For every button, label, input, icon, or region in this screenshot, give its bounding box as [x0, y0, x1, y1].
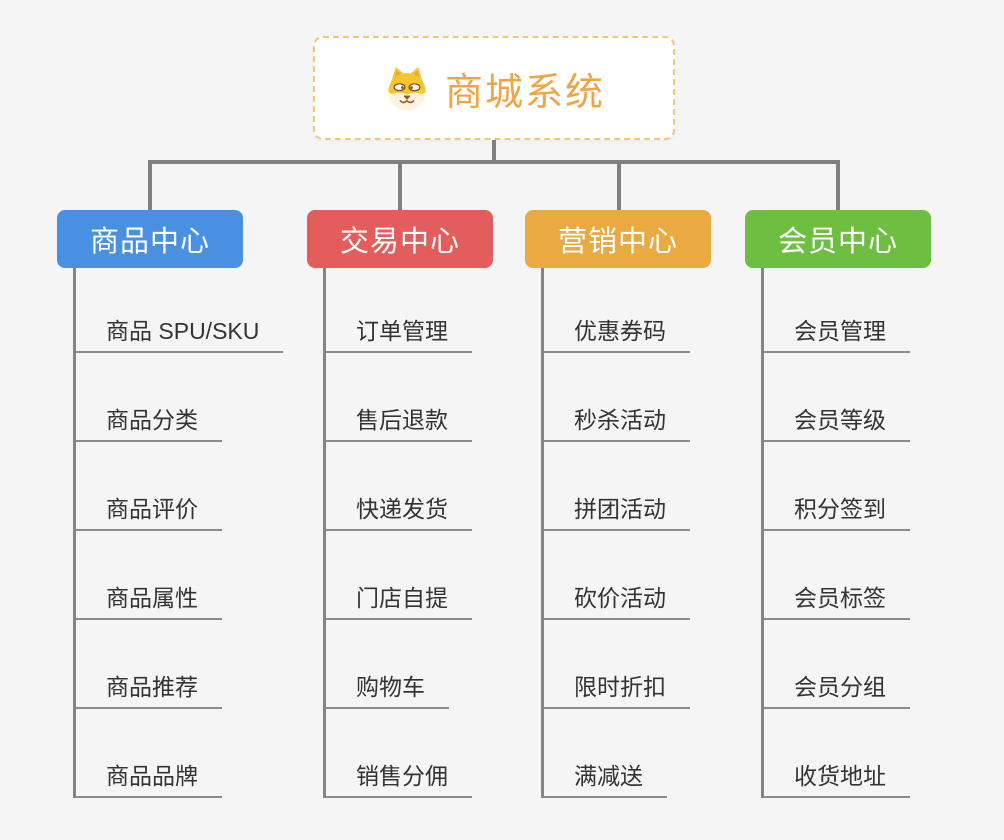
branch-column-marketing-center: 优惠券码 秒杀活动 拼团活动 砍价活动 限时折扣 满减送	[541, 268, 690, 798]
leaf-node[interactable]: 优惠券码	[544, 268, 690, 353]
root-node[interactable]: 商城系统	[313, 36, 675, 140]
connector-drop-marketing-center	[617, 160, 621, 210]
root-title: 商城系统	[444, 71, 605, 114]
branch-node-marketing-center[interactable]: 营销中心	[525, 210, 711, 268]
leaf-node[interactable]: 商品分类	[76, 353, 222, 442]
branch-node-member-center[interactable]: 会员中心	[745, 210, 931, 268]
leaf-node[interactable]: 快递发货	[326, 442, 472, 531]
leaf-node[interactable]: 会员管理	[764, 268, 910, 353]
leaf-node[interactable]: 商品评价	[76, 442, 222, 531]
branch-column-member-center: 会员管理 会员等级 积分签到 会员标签 会员分组 收货地址	[761, 268, 910, 798]
leaf-node[interactable]: 会员等级	[764, 353, 910, 442]
leaf-node[interactable]: 商品属性	[76, 531, 222, 620]
branch-column-product-center: 商品 SPU/SKU 商品分类 商品评价 商品属性 商品推荐 商品品牌	[73, 268, 284, 798]
connector-horizontal-bar	[148, 160, 840, 164]
leaf-node[interactable]: 秒杀活动	[544, 353, 690, 442]
leaf-node[interactable]: 购物车	[326, 620, 449, 709]
leaf-node[interactable]: 积分签到	[764, 442, 910, 531]
leaf-node[interactable]: 售后退款	[326, 353, 472, 442]
leaf-node[interactable]: 商品 SPU/SKU	[76, 268, 284, 353]
leaf-node[interactable]: 收货地址	[764, 709, 910, 798]
leaf-node[interactable]: 销售分佣	[326, 709, 472, 798]
branch-column-trade-center: 订单管理 售后退款 快递发货 门店自提 购物车 销售分佣	[323, 268, 472, 798]
branch-node-product-center[interactable]: 商品中心	[57, 210, 243, 268]
leaf-node[interactable]: 订单管理	[326, 268, 472, 353]
leaf-node[interactable]: 满减送	[544, 709, 667, 798]
leaf-node[interactable]: 门店自提	[326, 531, 472, 620]
leaf-node[interactable]: 拼团活动	[544, 442, 690, 531]
leaf-node[interactable]: 限时折扣	[544, 620, 690, 709]
connector-drop-member-center	[836, 160, 840, 210]
leaf-node[interactable]: 商品推荐	[76, 620, 222, 709]
leaf-node[interactable]: 商品品牌	[76, 709, 222, 798]
branch-node-trade-center[interactable]: 交易中心	[307, 210, 493, 268]
connector-root-stem	[492, 140, 496, 162]
connector-drop-trade-center	[398, 160, 402, 210]
leaf-node[interactable]: 砍价活动	[544, 531, 690, 620]
leaf-node[interactable]: 会员分组	[764, 620, 910, 709]
connector-drop-product-center	[148, 160, 152, 210]
shiba-dog-icon	[383, 64, 431, 112]
leaf-node[interactable]: 会员标签	[764, 531, 910, 620]
